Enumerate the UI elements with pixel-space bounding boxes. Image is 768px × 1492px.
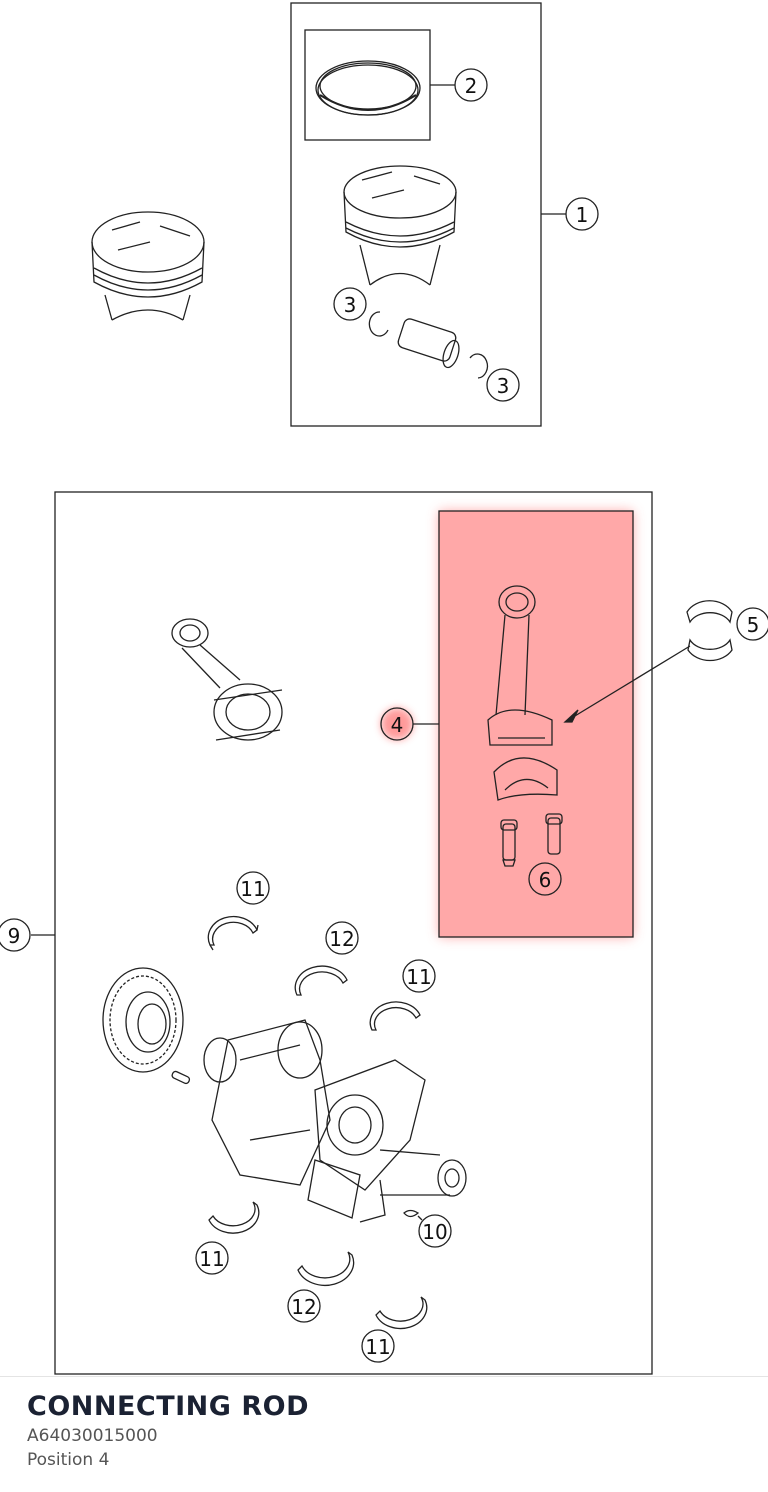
piston-rings-drawing [315,60,421,116]
callout-3-upper[interactable]: 3 [344,293,357,317]
connecting-rod-highlight [381,510,634,938]
callout-1[interactable]: 1 [576,203,589,227]
callout-12-b[interactable]: 12 [291,1295,316,1319]
connecting-rod-standalone-drawing [171,618,283,741]
callout-12-a[interactable]: 12 [329,927,354,951]
crankshaft-assembly-frame [54,491,653,1375]
part-name: CONNECTING ROD [27,1391,309,1422]
exploded-parts-diagram: 2 1 3 3 4 5 6 9 11 12 11 10 11 12 11 [0,2,768,1375]
piston-kit-frame [290,2,542,427]
connecting-rod-drawing [487,585,558,801]
callout-6[interactable]: 6 [539,868,552,892]
part-info-panel: CONNECTING ROD A64030015000 Position 4 [0,1376,768,1492]
callout-5[interactable]: 5 [747,613,760,637]
main-bearing-shells-drawing [207,915,428,1330]
dowel-pin-drawing [171,1070,191,1085]
callout-9[interactable]: 9 [8,924,21,948]
piston-drawing [343,165,457,286]
crankshaft-gear-drawing [102,967,184,1073]
callout-11-c[interactable]: 11 [199,1247,224,1271]
part-number: A64030015000 [27,1426,158,1446]
crankshaft-drawing [203,1019,467,1223]
callout-3-lower[interactable]: 3 [497,374,510,398]
position-label: Position 4 [27,1450,110,1470]
conrod-bearing-drawing [686,600,733,662]
connecting-rod-bolts-drawing [500,813,563,867]
piston-standalone-drawing [91,211,205,321]
piston-ring-frame [304,29,431,141]
piston-pin-and-circlips-drawing [368,311,489,379]
callout-11-a[interactable]: 11 [240,877,265,901]
callout-2[interactable]: 2 [465,74,478,98]
callout-11-d[interactable]: 11 [365,1335,390,1359]
callout-10[interactable]: 10 [422,1220,447,1244]
callout-11-b[interactable]: 11 [406,965,431,989]
callout-4[interactable]: 4 [391,713,404,737]
callout-circles [0,68,768,1363]
woodruff-key-drawing [403,1209,420,1218]
